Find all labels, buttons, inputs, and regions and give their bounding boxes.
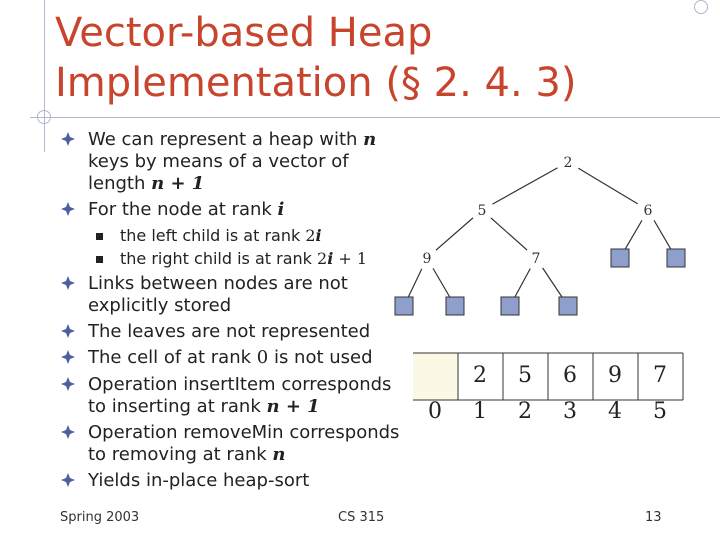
tree-node-leftright — [524, 246, 548, 270]
vector-cell-0 — [413, 353, 458, 400]
footer-course: CS 315 — [338, 510, 385, 525]
tree-node-leftleft — [415, 246, 439, 270]
sub-bullet-left-child: the left child is at rank 2i — [96, 226, 322, 246]
vector-value: 5 — [518, 363, 532, 388]
sub-text: the left child is at rank — [120, 226, 306, 245]
bullet-arrow-icon — [61, 350, 75, 364]
vector-rank: 3 — [563, 399, 577, 424]
math-2: 2 — [305, 226, 316, 245]
math-i: i — [277, 199, 285, 220]
vector-value: 2 — [473, 363, 487, 388]
edge-root-left — [481, 161, 569, 211]
math-n-plus-1: n + 1 — [151, 173, 205, 194]
math-plus-1: + 1 — [333, 249, 368, 268]
bullet-arrow-icon — [61, 202, 75, 216]
bullet-text: explicitly stored — [88, 295, 232, 316]
bullet-text: Links between nodes are not — [88, 273, 348, 294]
decor-vertical-line — [44, 0, 45, 152]
tree-node-right-label: 6 — [644, 203, 653, 219]
bullet-remove: Operation removeMin corresponds to remov… — [61, 422, 400, 466]
vector-rank: 1 — [473, 399, 487, 424]
edge-left-leftright — [481, 209, 537, 259]
vector-value: 9 — [608, 363, 622, 388]
leaf-square — [666, 248, 686, 268]
bullet-arrow-icon — [61, 377, 75, 391]
bullet-arrow-icon — [61, 473, 75, 487]
vector-value: 6 — [563, 363, 577, 388]
bullet-text: We can represent a heap with — [88, 129, 364, 150]
leaf-square — [394, 296, 414, 316]
bullet-leaves: The leaves are not represented — [61, 321, 371, 343]
sub-text: the right child is at rank — [120, 249, 317, 268]
bullet-text: Operation removeMin corresponds — [88, 422, 400, 443]
bullet-text: to inserting at rank — [88, 396, 267, 417]
leaf-squares — [394, 248, 686, 316]
bullet-links: Links between nodes are not explicitly s… — [61, 273, 348, 317]
math-2: 2 — [317, 249, 328, 268]
leaf-square — [445, 296, 465, 316]
bullet-arrow-icon — [61, 425, 75, 439]
bullet-arrow-icon — [61, 324, 75, 338]
math-n: n — [363, 129, 377, 150]
footer-date: Spring 2003 — [60, 510, 140, 525]
decor-circle — [37, 110, 51, 124]
math-n: n — [272, 444, 286, 465]
bullet-text: For the node at rank — [88, 199, 278, 220]
edge-root-right — [567, 161, 649, 211]
tree-node-root-label: 2 — [564, 155, 573, 171]
tree-node-leftright-label: 7 — [532, 251, 541, 267]
vector-cells — [458, 353, 683, 400]
vector-rank: 5 — [653, 399, 667, 424]
bullet-text: length — [88, 173, 152, 194]
math-i: i — [327, 249, 334, 268]
bullet-arrow-icon — [61, 276, 75, 290]
tree-node-leftleft-label: 9 — [423, 251, 432, 267]
tree-node-left-label: 5 — [478, 203, 487, 219]
tree-node-right — [636, 198, 660, 222]
bullet-text: to removing at rank — [88, 444, 273, 465]
page-number: 13 — [645, 510, 662, 525]
leaf-square — [610, 248, 630, 268]
edge-left-leftleft — [426, 209, 483, 259]
bullet-text: The cell of at rank — [88, 347, 257, 368]
vector-rank: 4 — [608, 399, 622, 424]
tree-node-root — [556, 150, 580, 174]
vector-value: 7 — [653, 363, 667, 388]
sub-bullet-right-child: the right child is at rank 2i + 1 — [96, 249, 368, 269]
tree-nodes: 2 5 6 9 7 — [415, 150, 660, 270]
leaf-square — [558, 296, 578, 316]
bullet-text: is not used — [268, 347, 373, 368]
square-bullet-icon — [96, 256, 103, 263]
vector-rank: 2 — [518, 399, 532, 424]
vector-rank: 0 — [428, 399, 442, 424]
heap-vector — [413, 352, 684, 401]
slide-title: Vector-based Heap Implementation (§ 2. 4… — [55, 8, 576, 108]
bullet-arrow-icon — [61, 132, 75, 146]
bullet-heap-representation: We can represent a heap with n keys by m… — [61, 129, 377, 195]
bullet-cell-0: The cell of at rank 0 is not used — [61, 347, 373, 369]
math-0: 0 — [256, 347, 269, 368]
bullet-text: Yields in-place heap-sort — [88, 470, 310, 491]
title-line-2: Implementation (§ 2. 4. 3) — [55, 60, 577, 106]
bullet-text: Operation insertItem corresponds — [88, 374, 392, 395]
bullet-node-rank: For the node at rank i — [61, 199, 285, 221]
bullet-text: keys by means of a vector of — [88, 151, 349, 172]
bullet-heap-sort: Yields in-place heap-sort — [61, 470, 310, 492]
bullet-insert: Operation insertItem corresponds to inse… — [61, 374, 392, 418]
math-n-plus-1: n + 1 — [266, 396, 320, 417]
decor-horizontal-line — [30, 117, 720, 118]
title-line-1: Vector-based Heap — [55, 10, 433, 56]
math-i: i — [315, 226, 322, 245]
decor-circle-top-right — [694, 0, 708, 14]
tree-node-left — [470, 198, 494, 222]
square-bullet-icon — [96, 233, 103, 240]
leaf-square — [500, 296, 520, 316]
bullet-text: The leaves are not represented — [88, 321, 371, 342]
